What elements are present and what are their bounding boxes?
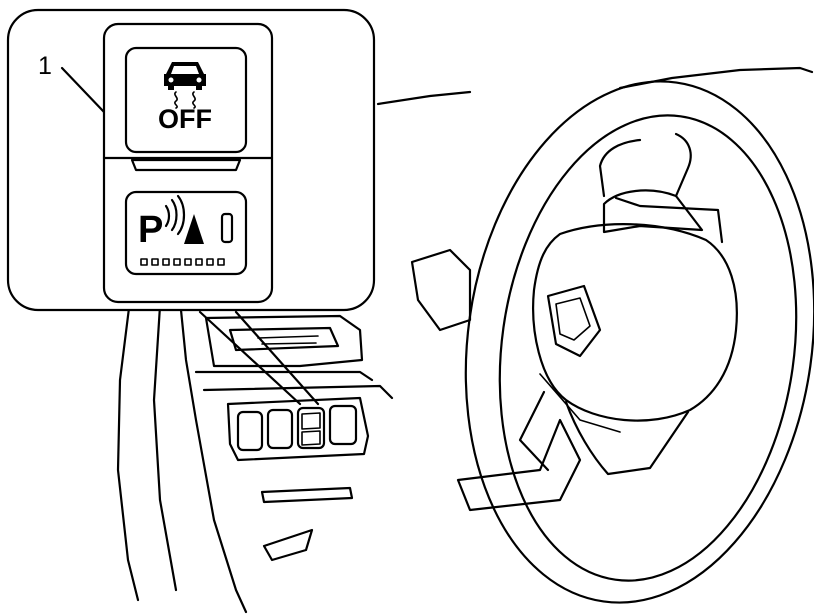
switch-panel <box>226 396 370 462</box>
panel-switch-4[interactable] <box>328 404 358 446</box>
dashboard-illustration <box>116 66 814 614</box>
callout-number: 1 <box>38 52 52 80</box>
panel-switch-1[interactable] <box>236 410 264 452</box>
parking-sensor-icon <box>164 194 204 244</box>
parking-sensor-button[interactable]: P <box>124 190 248 276</box>
callout-pointer-right <box>234 310 320 406</box>
callout-leader-line <box>60 66 106 114</box>
steering-wheel <box>464 80 814 604</box>
car-skid-icon <box>164 62 206 109</box>
callout-group: 1 OFF P <box>6 8 376 406</box>
parking-sensor-letter: P <box>138 209 163 251</box>
parking-indicator-dots <box>140 258 225 266</box>
trc-off-label: OFF <box>158 104 212 134</box>
parking-indicator-lamp <box>220 212 234 244</box>
panel-switch-2[interactable] <box>266 408 294 450</box>
trc-off-button[interactable]: OFF <box>124 46 248 154</box>
switch-rocker-bar <box>130 158 242 172</box>
callout-pointer-left <box>198 310 302 406</box>
